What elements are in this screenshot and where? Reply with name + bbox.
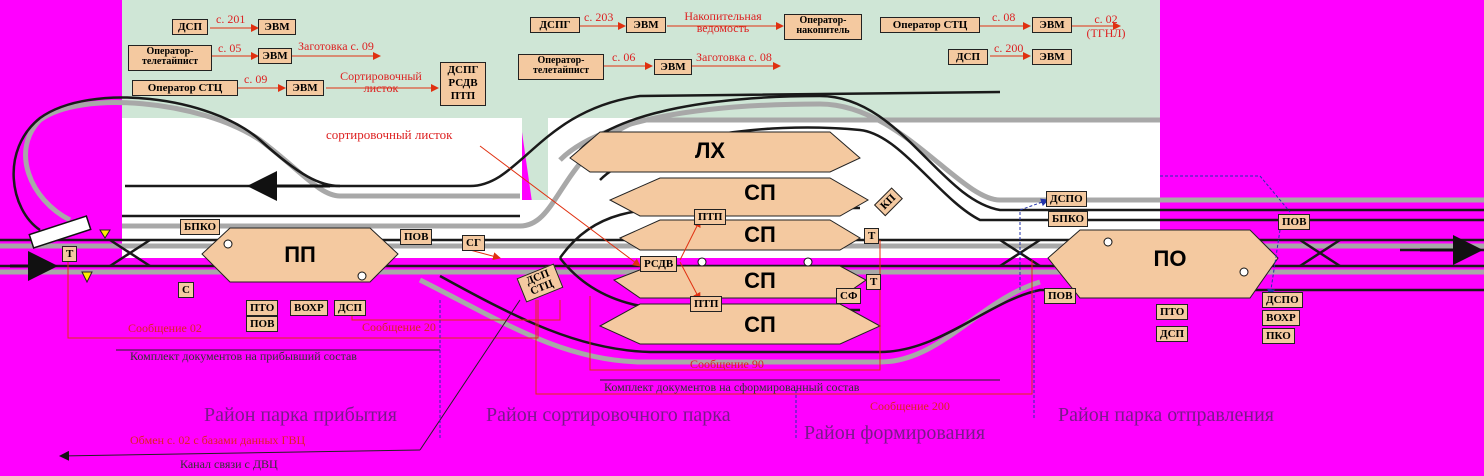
- yard-sp-1: СП: [744, 180, 776, 205]
- post-t-mid2: Т: [866, 274, 882, 290]
- post-t-left: Т: [62, 246, 78, 262]
- post-pko-right: ПКО: [1262, 328, 1295, 344]
- box-evm-4: ЭВМ: [626, 17, 666, 33]
- code-05: с. 05: [218, 41, 242, 55]
- post-pov-right-top: ПОВ: [1278, 214, 1311, 230]
- post-dspo-top: ДСПО: [1046, 191, 1087, 207]
- post-bpko-left: БПКО: [180, 219, 221, 235]
- marker-sp-1: [697, 257, 707, 267]
- result-02-tgnl: с. 02 (ТГНЛ): [1086, 12, 1126, 40]
- yard-po-shape: [1047, 229, 1279, 299]
- area-departure: Район парка отправления: [1058, 404, 1274, 426]
- yard-sp2-shape: [618, 219, 861, 251]
- yard-lx: ЛХ: [694, 138, 726, 163]
- code-06: с. 06: [612, 50, 636, 64]
- box-evm-3: ЭВМ: [286, 80, 324, 96]
- area-arrival: Район парка прибытия: [204, 404, 397, 426]
- area-forming: Район формирования: [804, 422, 986, 444]
- label-msg-02-gdc: Обмен с. 02 с базами данных ГВЦ: [130, 433, 306, 447]
- box-stc-09: Оператор СТЦ: [132, 80, 238, 96]
- box-dsp-200: ДСП: [948, 49, 988, 65]
- post-pov-right-bottom: ПОВ: [1044, 288, 1077, 304]
- post-c-left: С: [178, 282, 194, 298]
- box-evm-7: ЭВМ: [1032, 49, 1072, 65]
- accum-sheet-text: Накопительная ведомость: [684, 9, 762, 35]
- code-203: с. 203: [584, 10, 614, 24]
- rolling-stock: [28, 215, 92, 249]
- label-msg-02: Сообщение 02: [128, 321, 202, 335]
- post-sf: СФ: [836, 288, 862, 304]
- box-teletype-05: Оператор-телетайпист: [128, 45, 212, 71]
- post-vokhr-left: ВОХР: [290, 300, 328, 316]
- marker-pp-2: [357, 271, 367, 281]
- marker-pp-1: [223, 239, 233, 249]
- post-ptp-bottom: ПТП: [690, 296, 723, 312]
- yard-sp-2: СП: [744, 222, 776, 247]
- label-docs-arrived: Комплект документов на прибывший состав: [130, 349, 357, 363]
- document-flow-lines: [59, 299, 1000, 461]
- post-t-mid: Т: [864, 228, 880, 244]
- yard-sp-3: СП: [744, 268, 776, 293]
- yard-sp-4: СП: [744, 312, 776, 337]
- post-bpko-right: БПКО: [1048, 211, 1089, 227]
- post-sg: СГ: [462, 235, 485, 251]
- area-sorting: Район сортировочного парка: [486, 404, 731, 426]
- signal-tri-2: [81, 271, 93, 284]
- yard-pp: ПП: [284, 242, 316, 267]
- box-operator-accum: Оператор-накопитель: [784, 14, 862, 40]
- post-vokhr-right: ВОХР: [1262, 310, 1300, 326]
- box-teletype-06: Оператор-телетайпист: [518, 54, 604, 80]
- box-dspg-203: ДСПГ: [530, 17, 580, 33]
- box-stc-08: Оператор СТЦ: [880, 17, 980, 33]
- post-pov-left2: ПОВ: [246, 316, 279, 332]
- box-evm-1: ЭВМ: [258, 19, 296, 35]
- yard-po: ПО: [1153, 246, 1187, 271]
- top-info-panel: [122, 0, 1160, 258]
- dotted-flow-lines: [439, 175, 1291, 440]
- post-dsp-left: ДСП: [334, 300, 367, 316]
- label-msg-90: Сообщение 90: [690, 357, 764, 371]
- post-dsp-right: ДСП: [1156, 326, 1189, 342]
- yard-pp-shape: [201, 227, 399, 283]
- label-msg-20: Сообщение 20: [362, 320, 436, 334]
- sort-sheet-text: Сортировочный листок: [340, 69, 422, 95]
- code-200: с. 200: [994, 41, 1024, 55]
- box-recipients-09: ДСПГ РСДВ ПТП: [440, 62, 486, 106]
- label-msg-200: Сообщение 200: [870, 399, 950, 413]
- marker-po-2: [1239, 267, 1249, 277]
- top-flow-lines: [210, 22, 1121, 92]
- post-pto-right: ПТО: [1156, 304, 1189, 320]
- marker-sp-2: [803, 257, 813, 267]
- label-sort-sheet: сортировочный листок: [326, 127, 453, 142]
- post-rsdv: РСДВ: [640, 256, 678, 272]
- marker-po-1: [1103, 237, 1113, 247]
- code-201: с. 201: [216, 12, 246, 26]
- box-evm-5: ЭВМ: [654, 59, 692, 75]
- code-09: с. 09: [244, 72, 268, 86]
- signal-tri-1: [99, 229, 111, 239]
- post-pov-left: ПОВ: [400, 229, 433, 245]
- label-docs-formed: Комплект документов на сформированный со…: [604, 380, 860, 394]
- post-dspo-right: ДСПО: [1262, 292, 1303, 308]
- yard-lx-shape: [569, 131, 861, 173]
- box-evm-6: ЭВМ: [1032, 17, 1072, 33]
- post-pto-left: ПТО: [246, 300, 279, 316]
- post-ptp-top: ПТП: [694, 209, 727, 225]
- label-link-dvc: Канал связи с ДВЦ: [180, 457, 278, 471]
- code-08: с. 08: [992, 10, 1016, 24]
- box-evm-2: ЭВМ: [258, 48, 292, 64]
- result-09-blank: Заготовка с. 09: [298, 39, 374, 53]
- result-08-blank: Заготовка с. 08: [696, 50, 772, 64]
- yard-sp1-shape: [608, 177, 870, 217]
- box-dsp-201: ДСП: [172, 19, 208, 35]
- yard-sp4-shape: [598, 303, 882, 345]
